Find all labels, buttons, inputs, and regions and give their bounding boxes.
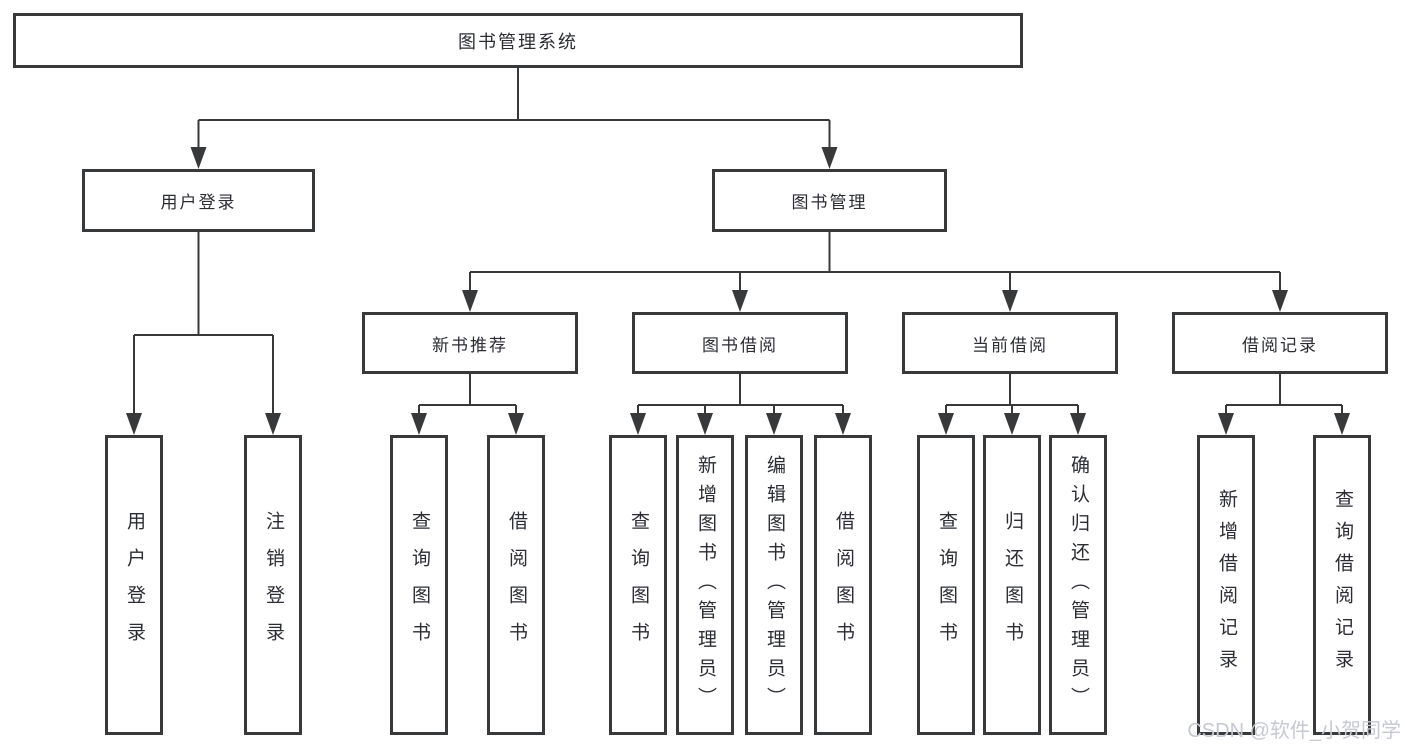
leaf-query-borrow-record: 查询借阅记录 bbox=[1313, 435, 1371, 735]
connector-userlogin-to-leaves bbox=[133, 232, 274, 417]
leaf-add-borrow-record: 新增借阅记录 bbox=[1197, 435, 1255, 735]
leaf-logout-login: 注销登录 bbox=[244, 435, 302, 735]
node-book-borrow: 图书借阅 bbox=[632, 312, 848, 374]
leaf-query-books-current: 查询图书 bbox=[917, 435, 975, 735]
leaf-borrow-books-newbooks: 借阅图书 bbox=[487, 435, 545, 735]
arrowheads bbox=[126, 147, 1350, 435]
node-user-login: 用户登录 bbox=[82, 169, 315, 232]
connector-currentborrow-to-leaves bbox=[945, 374, 1079, 417]
connector-records-to-leaves bbox=[1225, 374, 1343, 417]
node-current-borrow: 当前借阅 bbox=[902, 312, 1118, 374]
node-root: 图书管理系统 bbox=[13, 13, 1023, 68]
leaf-edit-books-admin: 编辑图书（管理员） bbox=[745, 435, 803, 735]
leaf-query-books-newbooks: 查询图书 bbox=[390, 435, 448, 735]
leaf-add-books-admin: 新增图书（管理员） bbox=[676, 435, 734, 735]
leaf-borrow-books-borrow: 借阅图书 bbox=[814, 435, 872, 735]
node-new-book-recommend: 新书推荐 bbox=[362, 312, 578, 374]
leaf-return-books: 归还图书 bbox=[983, 435, 1041, 735]
connector-bookborrow-to-leaves bbox=[637, 374, 844, 417]
node-borrow-records: 借阅记录 bbox=[1172, 312, 1388, 374]
leaf-confirm-return-admin: 确认归还（管理员） bbox=[1049, 435, 1107, 735]
node-book-management: 图书管理 bbox=[712, 169, 947, 232]
connector-bookmgmt-to-level3 bbox=[469, 232, 1281, 294]
connector-newbooks-to-leaves bbox=[418, 374, 517, 417]
connector-root-to-level2 bbox=[197, 68, 831, 149]
leaf-user-login: 用户登录 bbox=[105, 435, 163, 735]
watermark: CSDN @软件_小贺同学 bbox=[1187, 720, 1401, 742]
leaf-query-books-borrow: 查询图书 bbox=[609, 435, 667, 735]
